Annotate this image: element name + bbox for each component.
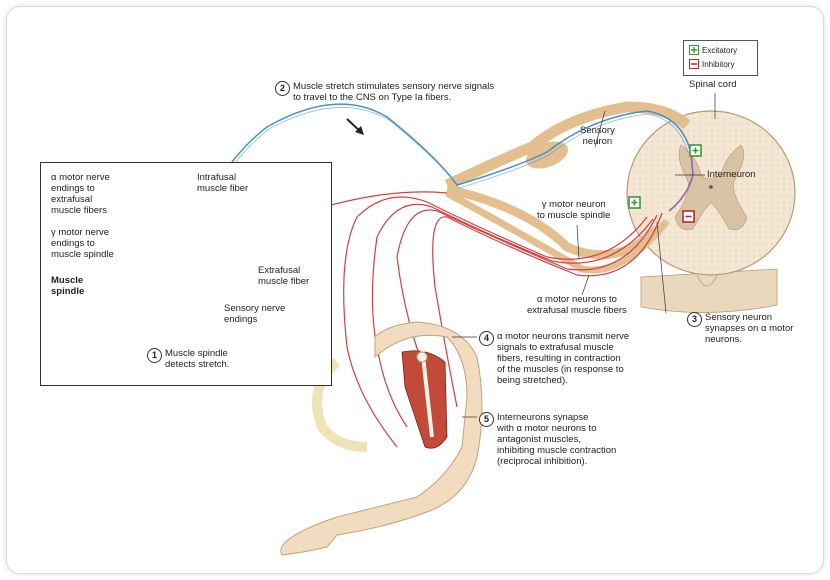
figure-frame: Excitatory Inhibitory Spinal cord Sensor… <box>6 6 824 574</box>
muscle-spindle-inset <box>40 162 332 386</box>
spinal-cord-label: Spinal cord <box>689 79 737 90</box>
step-5-text: Interneurons synapse with α motor neuron… <box>497 412 617 467</box>
step-1-text: Muscle spindle detects stretch. <box>165 348 230 370</box>
alpha-motor-neurons-label: α motor neurons to extrafusal muscle fib… <box>527 294 627 316</box>
step-1-number: 1 <box>147 348 162 363</box>
excitatory-synapse-sign <box>628 196 641 209</box>
step-3-number: 3 <box>687 312 702 327</box>
legend-inhibitory-label: Inhibitory <box>702 59 735 69</box>
legend-inhibitory: Inhibitory <box>689 59 734 69</box>
excitatory-synapse-sign <box>689 144 702 157</box>
interneuron-label: Interneuron <box>707 169 756 180</box>
spinal-cord-section <box>626 110 796 313</box>
step-4-number: 4 <box>479 331 494 346</box>
step-5-number: 5 <box>479 412 494 427</box>
step-3-text: Sensory neuron synapses on α motor neuro… <box>705 312 794 345</box>
extrafusal-fiber-label: Extrafusal muscle fiber <box>258 265 310 287</box>
legend: Excitatory Inhibitory <box>683 40 758 76</box>
plus-icon <box>689 45 699 55</box>
sensory-endings-label: Sensory nerve endings <box>224 303 286 325</box>
muscle-spindle-label: Muscle spindle <box>51 275 85 297</box>
step-2-text: Muscle stretch stimulates sensory nerve … <box>293 81 495 103</box>
inhibitory-synapse-sign <box>682 210 695 223</box>
step-4-text: α motor neurons transmit nerve signals t… <box>497 331 630 386</box>
sensory-neuron-label: Sensory neuron <box>580 125 615 147</box>
arm-illustration <box>280 321 483 556</box>
legend-excitatory: Excitatory <box>689 45 737 55</box>
gamma-motor-endings-label: γ motor nerve endings to muscle spindle <box>51 227 114 260</box>
gamma-motor-neuron-label: γ motor neuron to muscle spindle <box>537 199 611 221</box>
alpha-motor-endings-label: α motor nerve endings to extrafusal musc… <box>51 172 110 216</box>
legend-excitatory-label: Excitatory <box>702 45 738 55</box>
minus-icon <box>689 59 699 69</box>
step-2-number: 2 <box>275 81 290 96</box>
intrafusal-fiber-label: Intrafusal muscle fiber <box>197 172 249 194</box>
